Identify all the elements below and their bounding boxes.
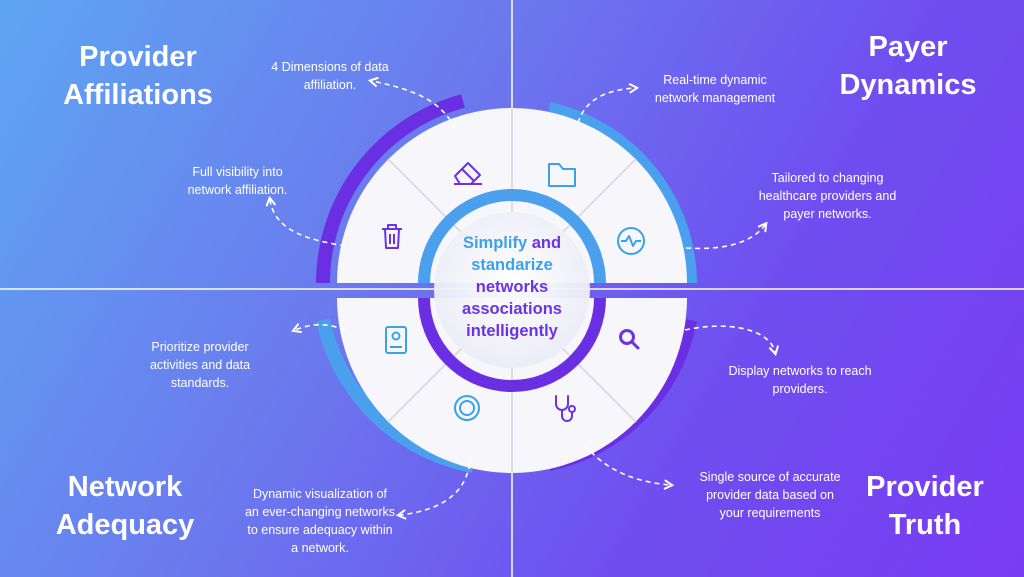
- inner-ring-top: [418, 189, 606, 284]
- id-card-icon: [385, 326, 407, 354]
- heart-rate-icon: [617, 227, 645, 255]
- folder-icon: [548, 163, 576, 187]
- center-message: Simplify and standarize networks associa…: [462, 234, 562, 340]
- inner-ring-bottom: [418, 297, 606, 392]
- stethoscope-icon: [555, 395, 576, 422]
- search-icon: [619, 329, 640, 350]
- outer-arc-top-right: [547, 102, 697, 284]
- center-disc: [434, 212, 590, 368]
- eraser-icon: [454, 162, 482, 185]
- trash-icon: [382, 224, 402, 249]
- target-icon: [454, 395, 480, 421]
- outer-arc-top-left: [316, 94, 465, 284]
